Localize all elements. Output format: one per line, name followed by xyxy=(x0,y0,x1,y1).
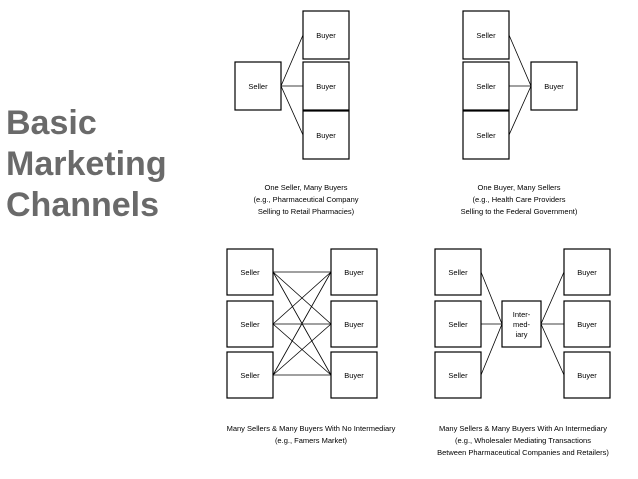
caption-line: (e.g., Famers Market) xyxy=(275,436,348,445)
buyer-box: Buyer xyxy=(302,110,350,160)
seller-box: Seller xyxy=(434,248,482,296)
connector xyxy=(540,271,565,325)
connector xyxy=(272,323,332,376)
box-label: Seller xyxy=(248,82,268,91)
panel-no-intermediary: Seller Seller Seller Buyer Buyer Buyer M… xyxy=(226,248,396,445)
caption-line: Many Sellers & Many Buyers With An Inter… xyxy=(439,424,607,433)
caption-line: Selling to the Federal Government) xyxy=(461,207,578,216)
seller-box: Seller xyxy=(462,110,510,160)
seller-box: Seller xyxy=(434,351,482,399)
buyer-box: Buyer xyxy=(563,300,611,348)
buyer-box: Buyer xyxy=(330,248,378,296)
box-label: Seller xyxy=(240,320,260,329)
caption-line: (e.g., Pharmaceutical Company xyxy=(253,195,358,204)
box-label: med- xyxy=(513,320,531,329)
panel-one-seller-many-buyers: Seller Buyer Buyer Buyer One Seller, Man… xyxy=(234,10,359,216)
connector xyxy=(272,271,332,325)
title-line: Channels xyxy=(6,186,160,224)
box-label: Seller xyxy=(240,371,260,380)
buyer-box: Buyer xyxy=(302,10,350,60)
intermediary-box: Inter- med- iary xyxy=(501,300,542,348)
seller-box: Seller xyxy=(234,61,282,111)
box-label: Buyer xyxy=(577,268,597,277)
box-label: Buyer xyxy=(316,31,336,40)
box-label: Buyer xyxy=(344,268,364,277)
title-line: Basic xyxy=(6,104,97,142)
connector xyxy=(480,323,503,376)
box-label: Buyer xyxy=(544,82,564,91)
caption-line: (e.g., Wholesaler Mediating Transactions xyxy=(455,436,591,445)
buyer-box: Buyer xyxy=(563,351,611,399)
panel-with-intermediary: Seller Seller Seller Inter- med- iary Bu… xyxy=(434,248,611,457)
box-label: Seller xyxy=(448,320,468,329)
connector xyxy=(508,34,532,87)
buyer-box: Buyer xyxy=(330,351,378,399)
seller-box: Seller xyxy=(462,10,510,60)
connector xyxy=(480,271,503,325)
caption-line: (e.g., Health Care Providers xyxy=(473,195,566,204)
box-label: Seller xyxy=(476,131,496,140)
box-label: Seller xyxy=(476,82,496,91)
buyer-box: Buyer xyxy=(302,61,350,111)
box-label: Buyer xyxy=(344,371,364,380)
buyer-box: Buyer xyxy=(530,61,578,111)
box-label: Seller xyxy=(448,268,468,277)
connector xyxy=(272,271,332,376)
buyer-box: Buyer xyxy=(330,300,378,348)
caption-line: One Buyer, Many Sellers xyxy=(478,183,561,192)
seller-box: Seller xyxy=(434,300,482,348)
seller-box: Seller xyxy=(226,300,274,348)
box-label: Buyer xyxy=(577,371,597,380)
seller-box: Seller xyxy=(462,61,510,111)
connector xyxy=(508,85,532,136)
box-label: Buyer xyxy=(316,131,336,140)
box-label: Buyer xyxy=(344,320,364,329)
slide-title: Basic Marketing Channels xyxy=(6,103,167,226)
seller-box: Seller xyxy=(226,351,274,399)
box-label: Buyer xyxy=(316,82,336,91)
box-label: Seller xyxy=(476,31,496,40)
panel-one-buyer-many-sellers: Seller Seller Seller Buyer One Buyer, Ma… xyxy=(461,10,578,216)
caption-line: One Seller, Many Buyers xyxy=(265,183,348,192)
seller-box: Seller xyxy=(226,248,274,296)
caption-line: Between Pharmaceutical Companies and Ret… xyxy=(437,448,609,457)
connector xyxy=(540,323,565,376)
title-line: Marketing xyxy=(6,145,167,183)
caption-line: Selling to Retail Pharmacies) xyxy=(258,207,355,216)
box-label: Seller xyxy=(448,371,468,380)
box-label: Buyer xyxy=(577,320,597,329)
box-label: Inter- xyxy=(513,310,531,319)
connector xyxy=(280,85,304,136)
box-label: iary xyxy=(515,330,527,339)
caption-line: Many Sellers & Many Buyers With No Inter… xyxy=(227,424,396,433)
buyer-box: Buyer xyxy=(563,248,611,296)
connector xyxy=(280,34,304,87)
box-label: Seller xyxy=(240,268,260,277)
